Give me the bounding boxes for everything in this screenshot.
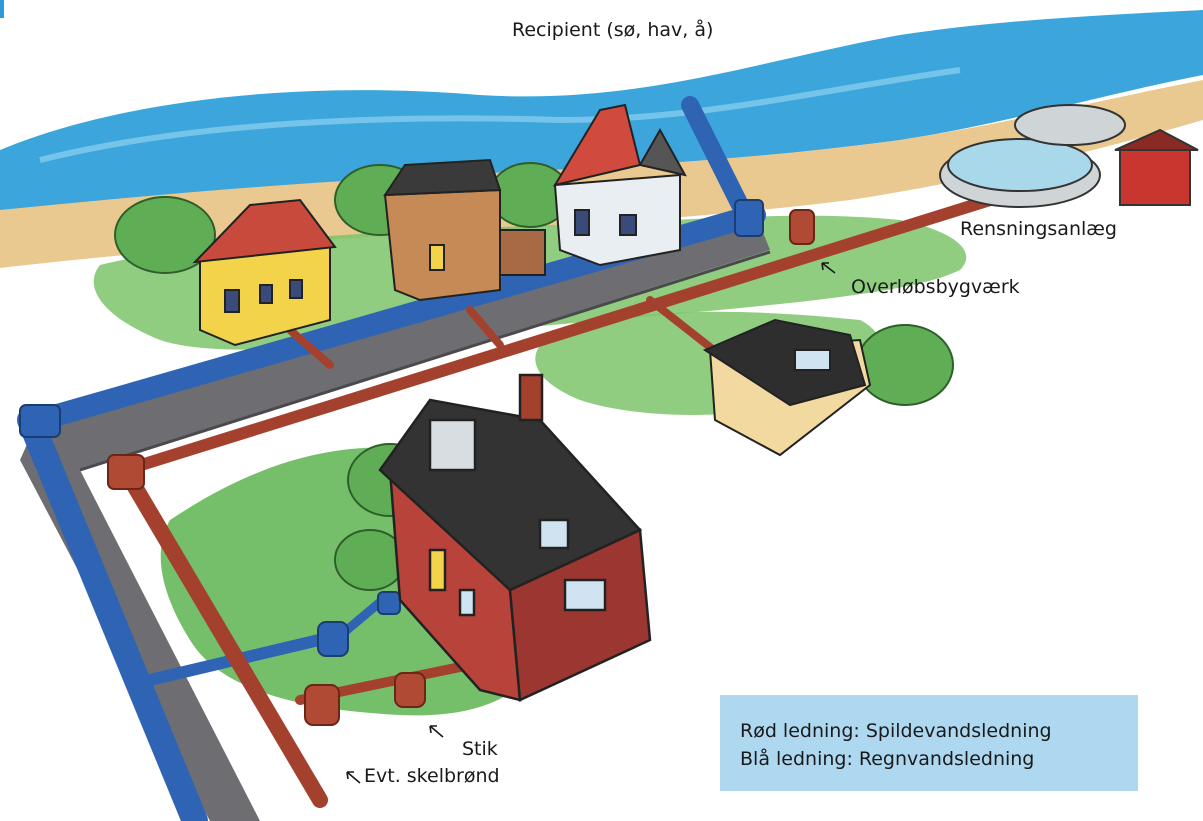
legend-blue-line: Blå ledning: Regnvandsledning <box>740 748 1034 770</box>
legend: Rød ledning: Spildevandsledning Blå ledn… <box>720 695 1138 791</box>
recipient-label: Recipient (sø, hav, å) <box>512 21 713 40</box>
boundary-well-arrow <box>347 772 360 783</box>
treatment-plant-label: Rensningsanlæg <box>960 220 1117 239</box>
overflow-structure-label: Overløbsbygværk <box>851 278 1020 297</box>
corner-marker <box>0 0 4 18</box>
service-pipe-label: Stik <box>462 740 498 759</box>
legend-red-line: Rød ledning: Spildevandsledning <box>740 720 1052 742</box>
house-flat-roof <box>705 320 870 455</box>
service-pipe-arrow <box>430 726 443 737</box>
boundary-well-label: Evt. skelbrønd <box>364 767 500 786</box>
